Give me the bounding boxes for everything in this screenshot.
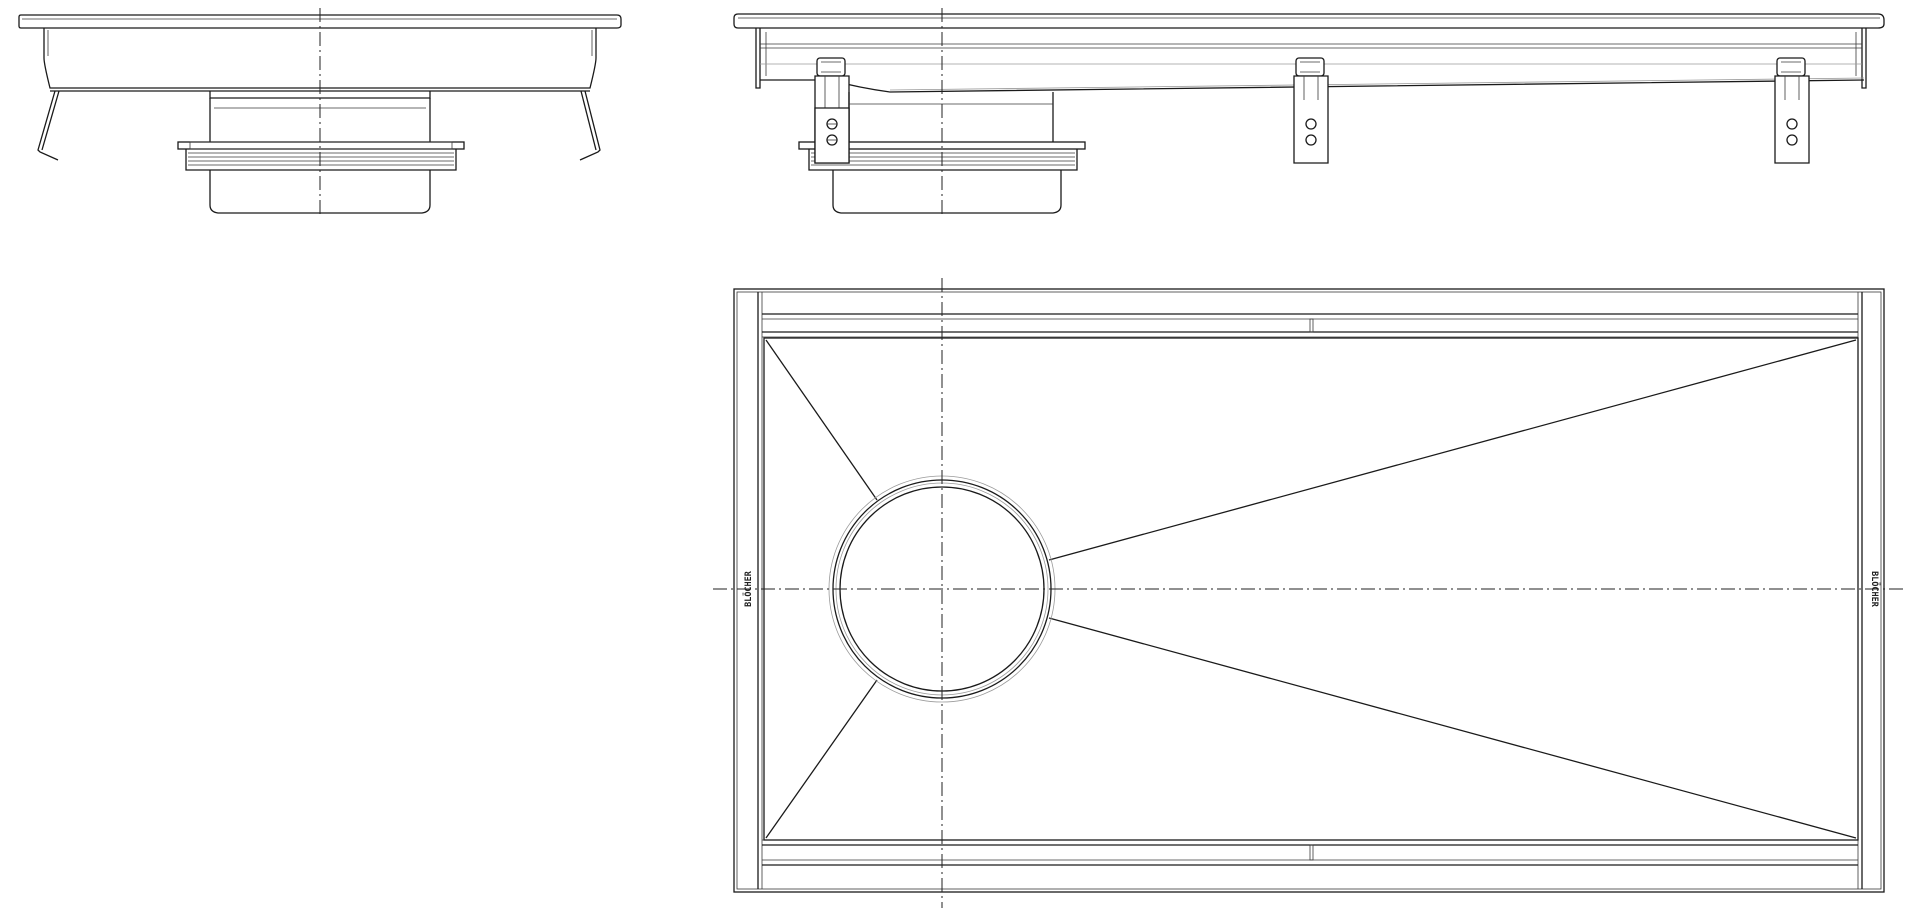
right-edge-label: BLÖCHER	[1869, 571, 1880, 608]
end-elevation-view	[18, 8, 622, 218]
front-elevation-view	[733, 8, 1885, 218]
plan-view: BLÖCHER BLÖCHER	[713, 278, 1903, 908]
left-edge-label: BLÖCHER	[743, 570, 754, 607]
anchor-bracket	[1774, 57, 1810, 164]
anchor-bracket	[1293, 57, 1329, 164]
